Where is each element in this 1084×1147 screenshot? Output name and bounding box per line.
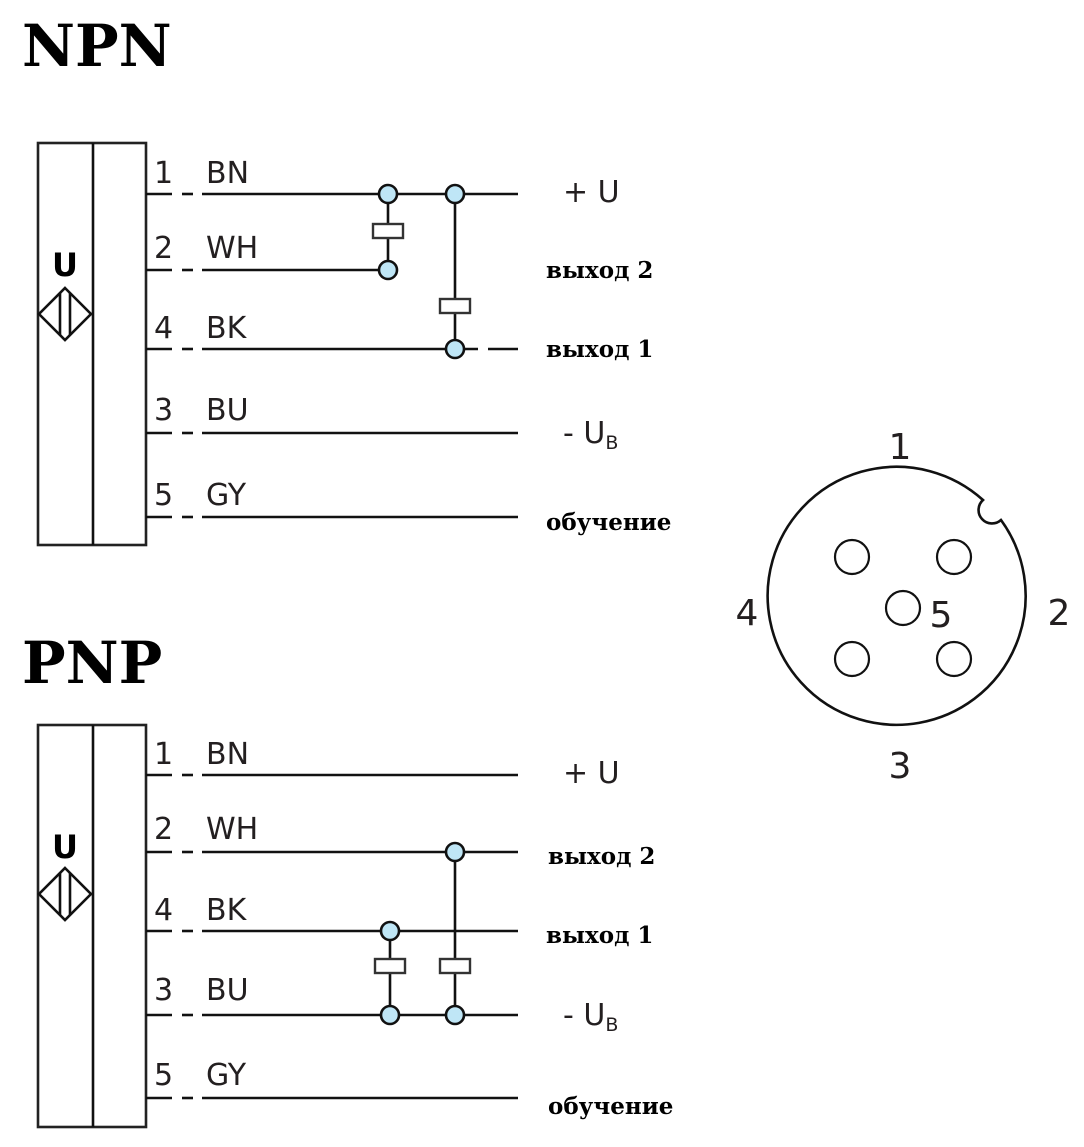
pnp-wire-1: 1 BN + U xyxy=(146,737,620,791)
npn-signal-4: - UB xyxy=(563,416,618,454)
pnp-sensor-u-label: U xyxy=(52,828,78,866)
connector-pin-3-hole xyxy=(833,640,871,678)
npn-pin-5: 5 xyxy=(154,478,173,513)
npn-diagram: NPN U 1 BN + U 2 WH выход 2 4 xyxy=(22,12,671,547)
pnp-wire-3: 3 BU - UB xyxy=(146,973,618,1036)
pnp-pin-3: 3 xyxy=(154,973,173,1008)
npn-signal-4-sub: B xyxy=(605,432,618,454)
pnp-node xyxy=(379,1004,401,1026)
pnp-wire-2: 2 WH выход 2 xyxy=(146,812,655,870)
pnp-color-2: WH xyxy=(206,812,258,847)
pnp-diagram: PNP U 1 BN + U 2 WH выход 2 4 BK xyxy=(22,629,673,1129)
npn-sensor-symbol-icon xyxy=(37,286,93,342)
npn-sensor-u-label: U xyxy=(52,246,78,284)
pnp-signal-2: выход 2 xyxy=(548,843,655,870)
connector-label-4: 4 xyxy=(736,593,759,634)
pnp-color-3: BU xyxy=(206,973,249,1008)
connector-outline-icon xyxy=(766,465,1027,727)
npn-signal-2: выход 2 xyxy=(546,257,653,284)
npn-color-1: BN xyxy=(206,156,249,191)
pnp-pin-5: 5 xyxy=(154,1058,173,1093)
pnp-signal-1: + U xyxy=(563,756,620,791)
pnp-load-1-resistor-icon xyxy=(373,957,407,975)
npn-signal-3: выход 1 xyxy=(546,336,653,363)
connector-pin-5-hole xyxy=(884,589,922,627)
pnp-load-2-resistor-icon xyxy=(438,957,472,975)
pnp-signal-5: обучение xyxy=(548,1093,673,1120)
npn-signal-1: + U xyxy=(563,175,620,210)
npn-wire-3: 3 BU - UB xyxy=(146,393,618,454)
npn-color-5: GY xyxy=(206,478,247,513)
pnp-pin-2: 2 xyxy=(154,812,173,847)
npn-color-3: BU xyxy=(206,393,249,428)
pnp-wire-4: 4 BK выход 1 xyxy=(146,893,653,949)
npn-node xyxy=(377,183,399,205)
pnp-pin-1: 1 xyxy=(154,737,173,772)
pnp-wire-5: 5 GY обучение xyxy=(146,1058,673,1120)
npn-pin-1: 1 xyxy=(154,156,173,191)
pnp-title: PNP xyxy=(22,629,162,697)
npn-load-1 xyxy=(371,183,405,281)
npn-node xyxy=(444,338,466,360)
pnp-signal-3: выход 1 xyxy=(546,922,653,949)
pnp-node xyxy=(444,841,466,863)
npn-color-2: WH xyxy=(206,231,258,266)
npn-load-1-resistor-icon xyxy=(371,222,405,240)
npn-pin-2: 2 xyxy=(154,231,173,266)
pnp-pin-4: 4 xyxy=(154,893,173,928)
connector-pin-2-hole xyxy=(935,640,973,678)
connector-label-1: 1 xyxy=(889,427,912,468)
connector-pin-4-hole xyxy=(833,538,871,576)
pnp-signal-4-sub: B xyxy=(605,1014,618,1036)
npn-load-2 xyxy=(438,183,472,360)
npn-pin-4: 4 xyxy=(154,311,173,346)
npn-wire-4: 4 BK выход 1 xyxy=(146,311,653,363)
pnp-color-5: GY xyxy=(206,1058,247,1093)
connector-label-2: 2 xyxy=(1048,593,1071,634)
pnp-signal-4-main: - U xyxy=(563,998,605,1033)
npn-title: NPN xyxy=(22,12,172,80)
connector-pin-1-hole xyxy=(935,538,973,576)
npn-wire-5: 5 GY обучение xyxy=(146,478,671,536)
connector-label-3: 3 xyxy=(889,746,912,787)
pnp-node xyxy=(444,1004,466,1026)
pnp-load-1 xyxy=(373,920,407,1026)
npn-wire-1: 1 BN + U xyxy=(146,156,620,210)
pnp-node xyxy=(379,920,401,942)
npn-color-4: BK xyxy=(206,311,248,346)
pnp-load-2 xyxy=(438,841,472,1026)
pnp-signal-4: - UB xyxy=(563,998,618,1036)
npn-wire-2: 2 WH выход 2 xyxy=(146,231,653,284)
npn-signal-5: обучение xyxy=(546,509,671,536)
pnp-color-4: BK xyxy=(206,893,248,928)
npn-node xyxy=(377,259,399,281)
npn-node xyxy=(444,183,466,205)
npn-load-2-resistor-icon xyxy=(438,297,472,315)
npn-signal-4-main: - U xyxy=(563,416,605,451)
npn-pin-3: 3 xyxy=(154,393,173,428)
connector-label-5: 5 xyxy=(930,595,953,636)
pnp-sensor-symbol-icon xyxy=(37,866,93,922)
connector-pinout: 1 2 3 4 5 xyxy=(736,427,1071,787)
pnp-color-1: BN xyxy=(206,737,249,772)
